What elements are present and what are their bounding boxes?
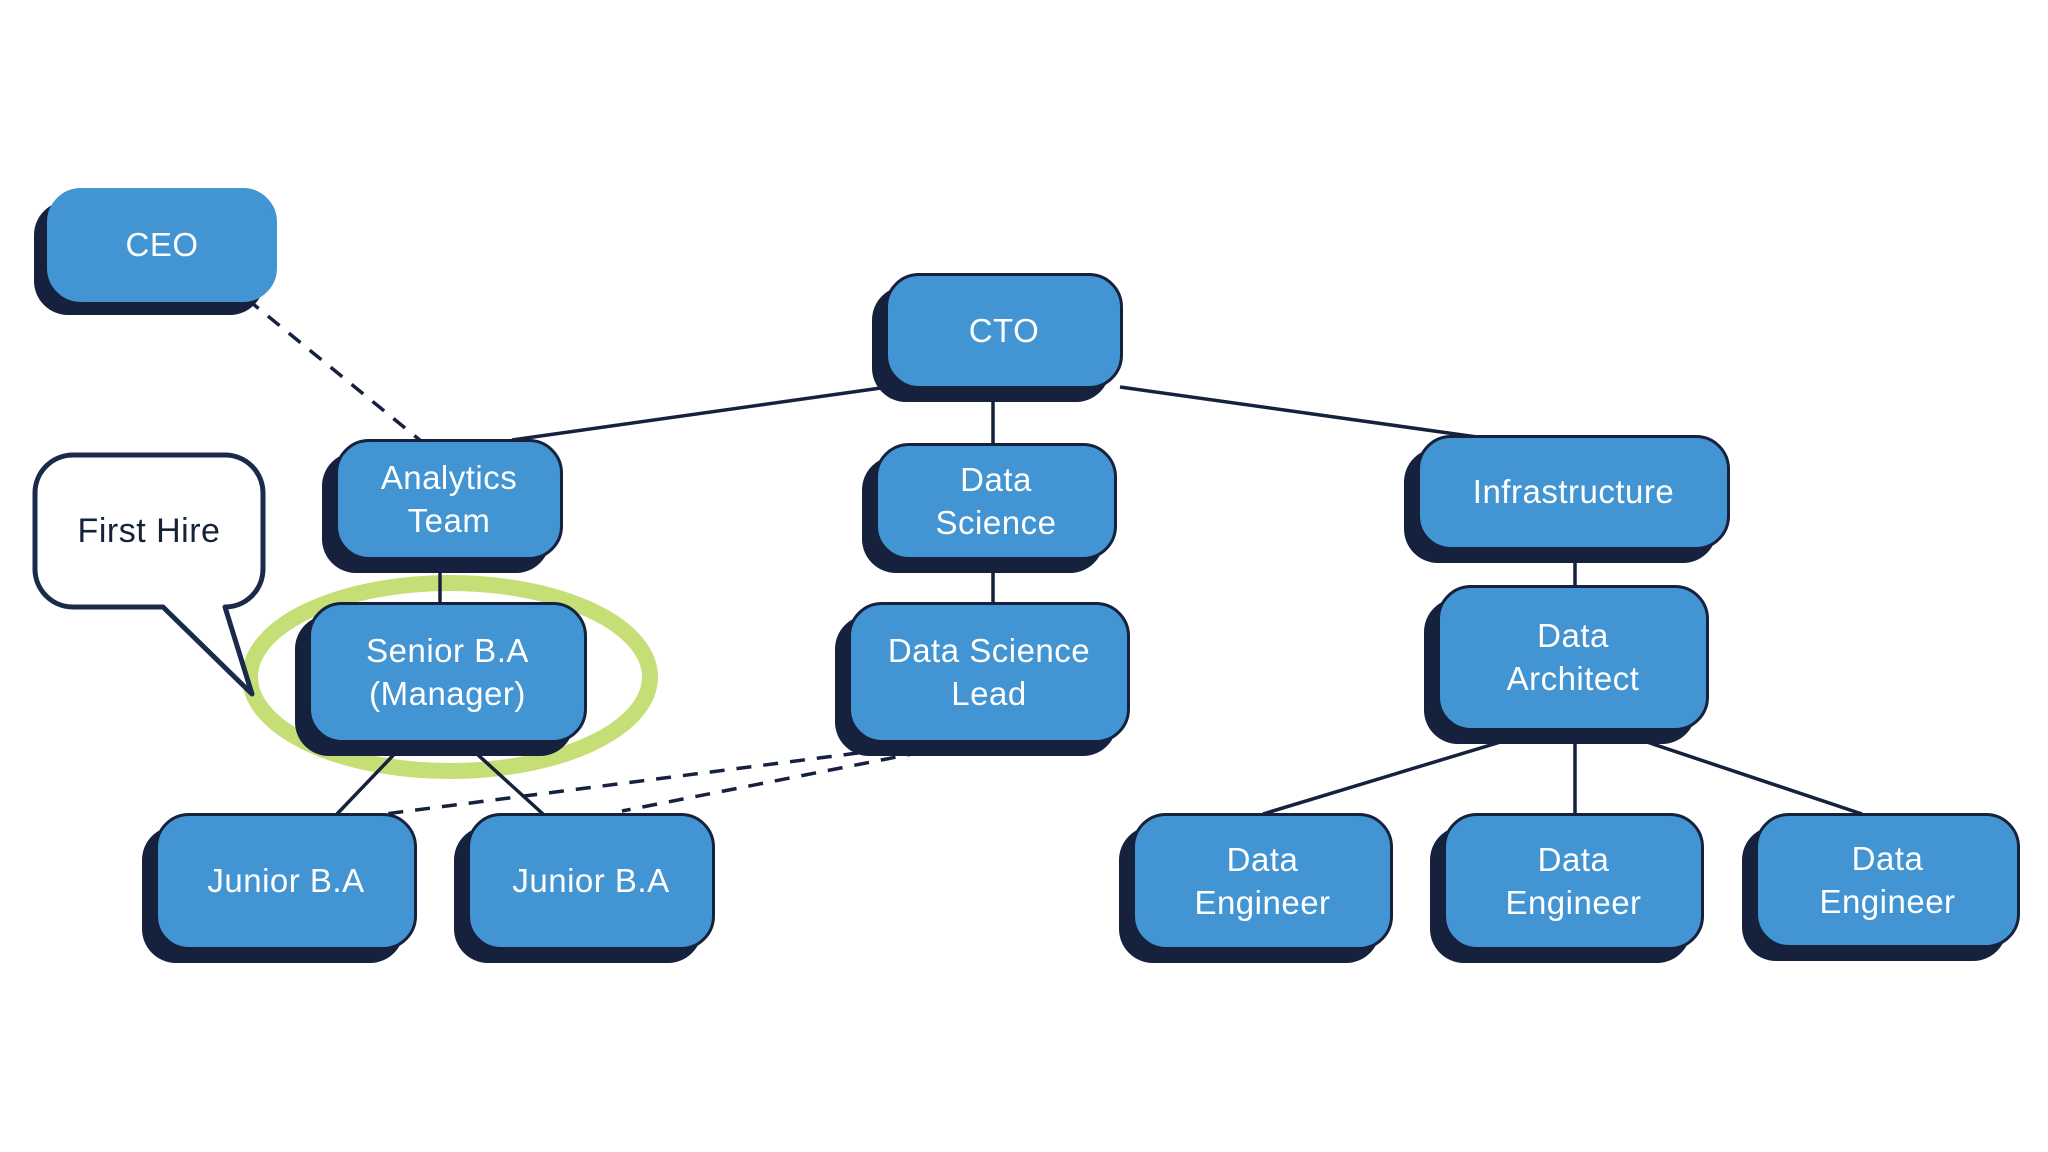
edge-cto-analytics — [511, 385, 889, 442]
node-analytics-team: Analytics Team — [335, 439, 563, 560]
node-label: Data Engineer — [1194, 840, 1331, 921]
edge-dslead-juniorba1 — [384, 744, 913, 816]
node-data-architect: Data Architect — [1437, 585, 1709, 731]
edge-dslead-juniorba2 — [621, 750, 923, 813]
edge-architect-dataeng1 — [1262, 731, 1531, 816]
node-label: Data Engineer — [1505, 840, 1642, 921]
node-label: Junior B.A — [207, 862, 365, 900]
node-data-science: Data Science — [875, 443, 1117, 560]
annotation-first-hire: First Hire — [77, 511, 221, 550]
node-senior-ba-manager: Senior B.A (Manager) — [308, 602, 587, 743]
node-data-science-lead: Data Science Lead — [848, 602, 1130, 743]
node-label: CTO — [968, 311, 1040, 349]
edge-architect-dataeng3 — [1619, 731, 1863, 816]
edge-ceo-analytics — [245, 297, 423, 443]
edge-cto-infrastructure — [1119, 385, 1478, 439]
node-label: Senior B.A (Manager) — [366, 631, 529, 712]
node-label: Infrastructure — [1472, 473, 1675, 511]
edge-seniorba-juniorba1 — [335, 742, 406, 816]
node-cto: CTO — [885, 273, 1123, 389]
node-infrastructure: Infrastructure — [1417, 435, 1730, 550]
node-junior-ba-2: Junior B.A — [467, 813, 715, 950]
node-label: Data Science — [935, 460, 1057, 541]
node-label: Junior B.A — [512, 862, 670, 900]
node-label: Data Architect — [1506, 617, 1640, 697]
node-label: Data Science Lead — [887, 631, 1091, 712]
node-data-engineer-1: Data Engineer — [1132, 813, 1393, 950]
node-label: CEO — [125, 225, 199, 263]
node-label: Analytics Team — [380, 458, 518, 539]
node-ceo: CEO — [47, 188, 277, 302]
node-data-engineer-2: Data Engineer — [1443, 813, 1704, 950]
edge-seniorba-juniorba2 — [464, 742, 545, 816]
node-data-engineer-3: Data Engineer — [1755, 813, 2020, 948]
node-label: Data Engineer — [1819, 839, 1956, 920]
node-junior-ba-1: Junior B.A — [155, 813, 417, 950]
